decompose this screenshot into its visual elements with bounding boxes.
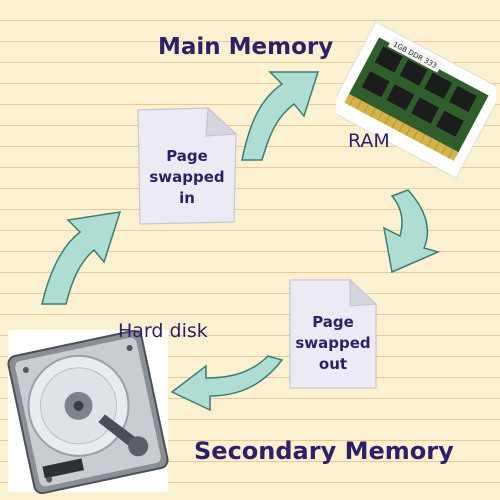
- arrow-up-left-icon: [41, 211, 122, 305]
- page-swapped-out-text: Page swapped out: [286, 312, 380, 375]
- hard-disk-image: [6, 328, 170, 495]
- hard-disk-label: Hard disk: [118, 320, 208, 342]
- page-in-line-1: Page: [166, 147, 208, 165]
- page-out-line-3: out: [318, 355, 348, 373]
- document-page-swapped-in: Page swapped in: [134, 104, 240, 228]
- main-memory-title: Main Memory: [158, 34, 334, 60]
- secondary-memory-title: Secondary Memory: [194, 437, 454, 465]
- arrow-left-icon: [170, 355, 284, 412]
- document-icon: [137, 106, 238, 225]
- page-out-line-1: Page: [312, 313, 354, 331]
- page-out-line-2: swapped: [295, 334, 371, 352]
- arrow-down-right-icon: [382, 189, 441, 274]
- page-in-line-2: swapped: [149, 168, 225, 186]
- page-in-line-3: in: [179, 189, 195, 207]
- ram-module-image: 1GB DDR 333: [328, 10, 500, 190]
- arrow-up-right-icon: [241, 71, 320, 161]
- document-page-swapped-out: Page swapped out: [286, 276, 380, 392]
- document-icon: [289, 278, 378, 389]
- ram-label: RAM: [348, 130, 390, 152]
- page-swapped-in-text: Page swapped in: [134, 146, 240, 209]
